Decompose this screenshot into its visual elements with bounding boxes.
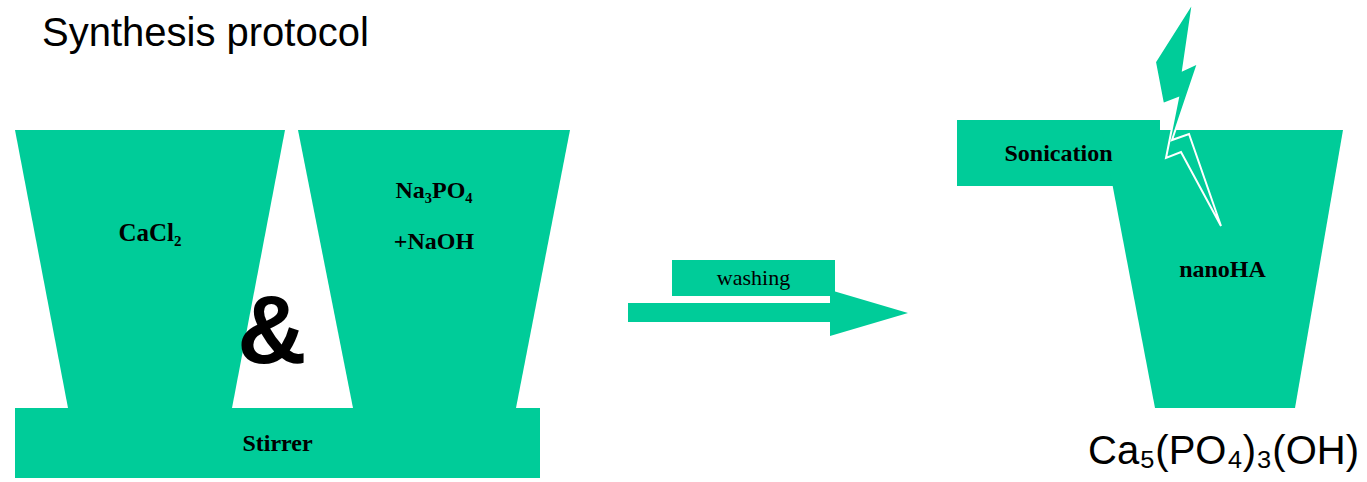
node-text: Na₃PO₄	[395, 176, 472, 205]
beaker-shape	[298, 130, 570, 408]
node-text: Sonication	[1004, 139, 1112, 168]
ampersand: &	[237, 282, 306, 378]
node-text: CaCl₂	[118, 218, 181, 248]
node-text: Stirrer	[242, 429, 312, 458]
node-text: +NaOH	[394, 227, 474, 256]
beaker: nanoHA	[1102, 130, 1343, 408]
stirrer-plate: Stirrer	[15, 408, 540, 478]
beaker-outline	[298, 130, 570, 408]
bolt-shape	[1155, 2, 1221, 226]
node-text: nanoHA	[1179, 255, 1266, 284]
arrow-shape	[628, 290, 908, 336]
chemical-formula: Ca₅(PO₄)₃(OH)	[1088, 430, 1359, 470]
diagram-title: Synthesis protocol	[42, 10, 369, 55]
step-box: washing	[672, 260, 835, 296]
node-text: washing	[717, 265, 790, 291]
beaker: Na₃PO₄ +NaOH	[298, 130, 570, 408]
beaker-shape	[1102, 130, 1343, 408]
